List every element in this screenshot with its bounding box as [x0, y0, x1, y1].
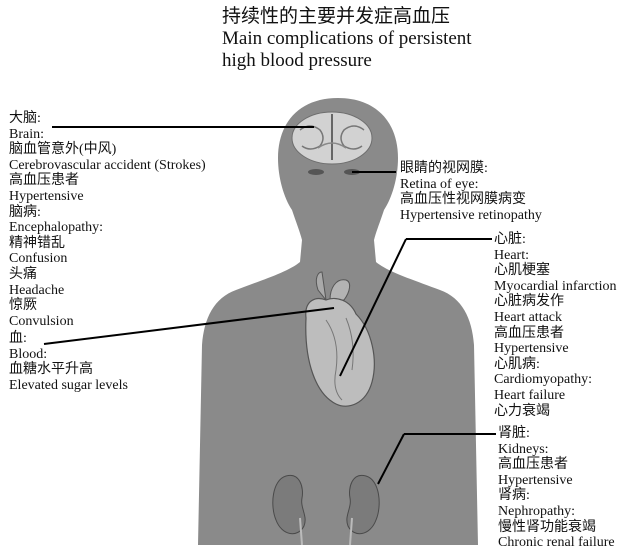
kidney-label-line: 肾脏:	[498, 426, 615, 442]
brain-label-line: Encephalopathy:	[9, 220, 206, 236]
kidney-label-block: 肾脏: Kidneys: 高血压患者 Hypertensive 肾病: Neph…	[498, 426, 615, 551]
brain-label-block: 大脑: Brain: 脑血管意外(中风) Cerebrovascular acc…	[9, 111, 206, 329]
brain-label-line: Confusion	[9, 251, 206, 267]
eye-label-line: 眼睛的视网膜:	[400, 161, 542, 177]
brain-illustration	[292, 112, 372, 164]
kidney-label-line: Kidneys:	[498, 442, 615, 458]
heart-label-line: Cardiomyopathy:	[494, 372, 616, 388]
heart-label-line: Myocardial infarction	[494, 279, 616, 295]
brain-label-line: Cerebrovascular accident (Strokes)	[9, 158, 206, 174]
brain-label-line: 惊厥	[9, 298, 206, 314]
brain-label-line: Brain:	[9, 127, 206, 143]
eye-label-line: 高血压性视网膜病变	[400, 192, 542, 208]
eye-label-line: Retina of eye:	[400, 177, 542, 193]
diagram-title: 持续性的主要并发症高血压 Main complications of persi…	[222, 6, 472, 72]
title-zh: 持续性的主要并发症高血压	[222, 6, 472, 28]
eye-label-block: 眼睛的视网膜: Retina of eye: 高血压性视网膜病变 Hyperte…	[400, 161, 542, 223]
heart-label-block: 心脏: Heart: 心肌梗塞 Myocardial infarction 心脏…	[494, 232, 616, 419]
brain-label-line: Hypertensive	[9, 189, 206, 205]
brain-label-line: 脑病:	[9, 205, 206, 221]
left-eye	[308, 169, 324, 175]
kidney-label-line: 慢性肾功能衰竭	[498, 520, 615, 536]
blood-label-line: Blood:	[9, 347, 128, 363]
heart-label-line: Heart failure	[494, 388, 616, 404]
heart-label-line: 心肌病:	[494, 357, 616, 373]
heart-label-line: Heart:	[494, 248, 616, 264]
blood-label-line: 血糖水平升高	[9, 362, 128, 378]
heart-label-line: 心力衰竭	[494, 404, 616, 420]
heart-label-line: Hypertensive	[494, 341, 616, 357]
blood-label-line: 血:	[9, 331, 128, 347]
brain-label-line: 大脑:	[9, 111, 206, 127]
brain-label-line: 脑血管意外(中风)	[9, 142, 206, 158]
heart-label-line: Heart attack	[494, 310, 616, 326]
kidney-label-line: Hypertensive	[498, 473, 615, 489]
kidney-label-line: 肾病:	[498, 488, 615, 504]
blood-label-line: Elevated sugar levels	[9, 378, 128, 394]
kidney-label-line: Chronic renal failure	[498, 535, 615, 551]
kidney-label-line: Nephropathy:	[498, 504, 615, 520]
brain-label-line: Headache	[9, 283, 206, 299]
blood-label-block: 血: Blood: 血糖水平升高 Elevated sugar levels	[9, 331, 128, 393]
title-en-line2: high blood pressure	[222, 50, 472, 72]
title-en-line1: Main complications of persistent	[222, 28, 472, 50]
brain-label-line: 头痛	[9, 267, 206, 283]
heart-label-line: 心肌梗塞	[494, 263, 616, 279]
heart-label-line: 心脏:	[494, 232, 616, 248]
brain-label-line: 高血压患者	[9, 173, 206, 189]
brain-label-line: Convulsion	[9, 314, 206, 330]
heart-label-line: 高血压患者	[494, 326, 616, 342]
kidney-label-line: 高血压患者	[498, 457, 615, 473]
brain-label-line: 精神错乱	[9, 236, 206, 252]
eye-label-line: Hypertensive retinopathy	[400, 208, 542, 224]
heart-label-line: 心脏病发作	[494, 294, 616, 310]
